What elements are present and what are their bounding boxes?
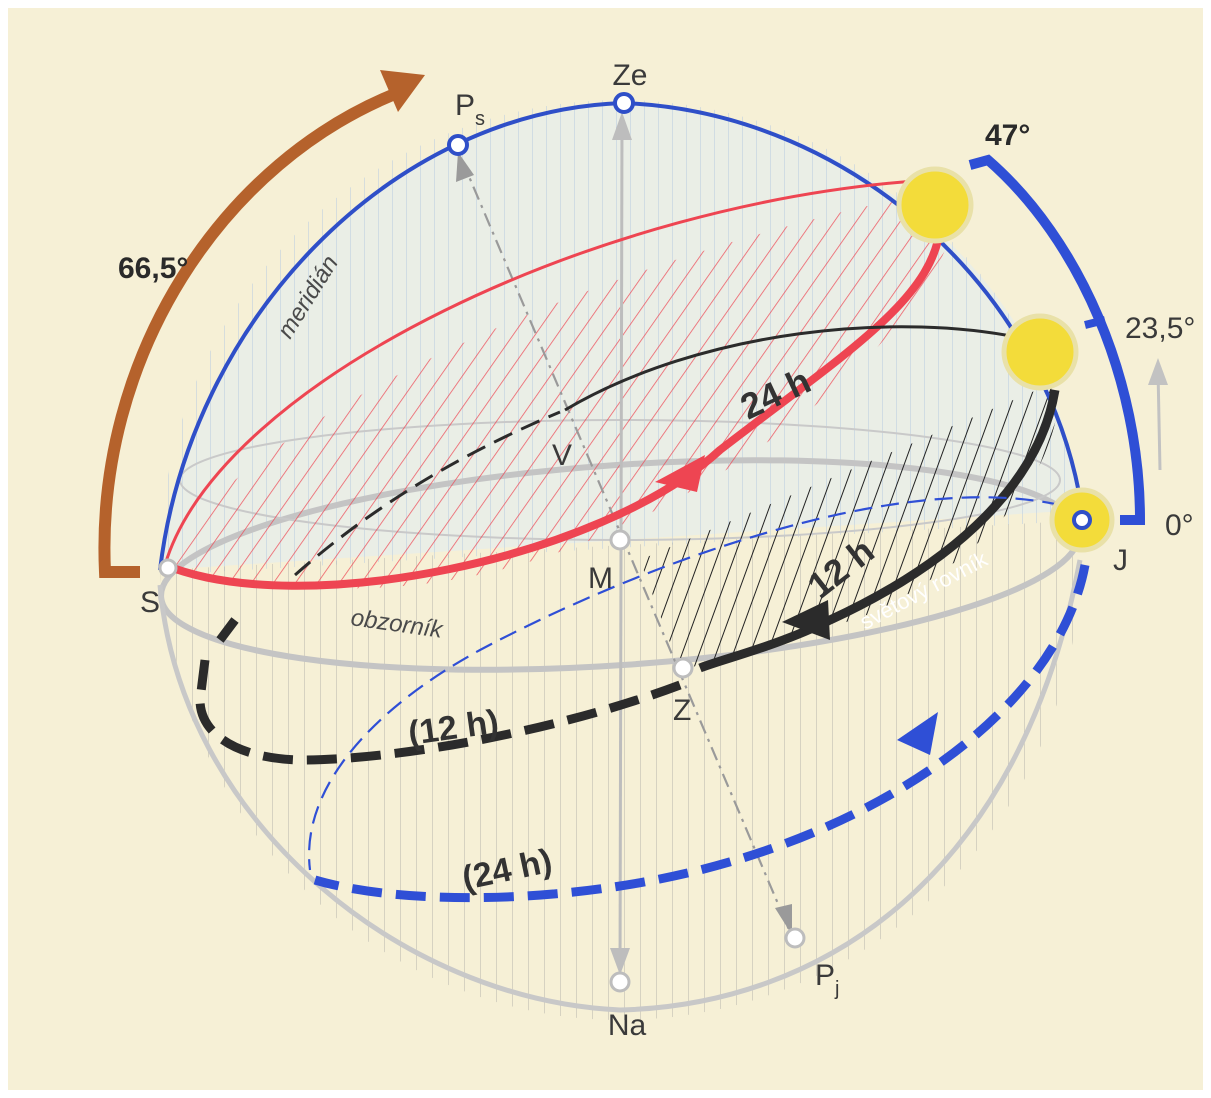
sun-icon: [1049, 487, 1115, 553]
winter-direction-arrow: [897, 712, 938, 755]
sun-icon: [1001, 313, 1079, 391]
zenith-point: [613, 92, 635, 114]
east-point-label: V: [552, 439, 572, 472]
north-point-marker: [158, 558, 178, 578]
sun-icon: [896, 166, 974, 244]
pole-south-point: [784, 927, 806, 949]
pole-south-label: Pj: [815, 959, 839, 1000]
equinox-path-night: [195, 617, 682, 765]
winter-path-back: [307, 496, 1061, 871]
south-point-label: J: [1113, 544, 1128, 577]
west-point-label: Z: [673, 694, 691, 727]
scale-arrow: [1156, 369, 1162, 471]
winter-height-label: 0°: [1165, 509, 1194, 542]
pole-south-arrowhead: [775, 904, 792, 935]
scale-arrowhead: [1148, 358, 1168, 385]
center-point: [609, 529, 631, 551]
zenith-label: Ze: [612, 59, 647, 92]
equinox-path-upper: [564, 325, 1031, 412]
summer-height-label: 47°: [985, 119, 1030, 152]
sphere-lower-outline: [157, 559, 1083, 1013]
pole-north-label: Ps: [455, 89, 485, 130]
west-point-marker: [672, 657, 694, 679]
summer-path-upper: [163, 178, 931, 566]
nadir-arrowhead: [610, 948, 630, 975]
zenith-arrowhead: [612, 112, 632, 140]
summer-direction-arrow: [655, 455, 705, 492]
north-point-label: S: [140, 586, 160, 619]
nadir-point: [609, 971, 631, 993]
nadir-label: Na: [608, 1009, 647, 1042]
equinox-path-day: [698, 389, 1060, 673]
curved-arrow-icon: [380, 70, 425, 112]
pole-north-point: [447, 134, 469, 156]
latitude-arrow: [98, 84, 408, 578]
equinox-direction-arrow: [782, 600, 830, 640]
scale-tick-23: [1084, 316, 1106, 329]
equinox-height-label: 23,5°: [1125, 312, 1195, 345]
equinox-path-back: [294, 410, 561, 577]
winter-path-night: [313, 564, 1090, 903]
center-label: M: [588, 562, 613, 595]
latitude-angle-label: 66,5°: [118, 252, 188, 285]
pole-north-arrowhead: [456, 152, 474, 182]
